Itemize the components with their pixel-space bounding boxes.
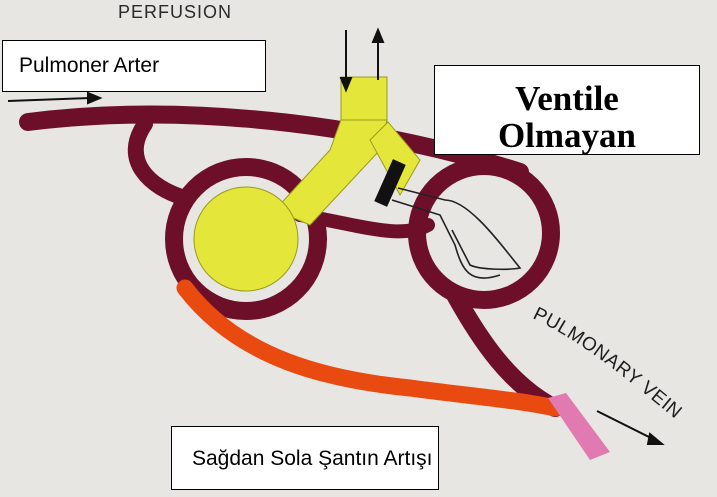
vein-flow-arrow-head <box>648 434 662 444</box>
vein-flow-arrow <box>597 411 655 440</box>
perfusion-label: PERFUSION <box>118 2 232 22</box>
ventilated-alveolus <box>194 187 298 291</box>
artery-branch-left <box>136 124 185 198</box>
arrow-up-head <box>373 30 383 42</box>
non-ventilated-label-box: Ventile Olmayan <box>434 65 700 155</box>
shunt-label-box: Sağdan Sola Şantın Artışı <box>171 426 439 490</box>
artery-flow-arrow <box>8 98 90 101</box>
non-ventilated-label-line2: Olmayan <box>435 117 699 154</box>
non-ventilated-label-line1: Ventile <box>435 80 699 117</box>
pulmonary-artery-label-box: Pulmoner Arter <box>2 40 266 92</box>
nonventilated-alveolus-ring <box>417 166 551 300</box>
artery-flow-arrow-head <box>88 93 100 103</box>
shunt-label: Sağdan Sola Şantın Artışı <box>192 447 433 471</box>
pulmonary-artery-label: Pulmoner Arter <box>19 54 159 78</box>
pulmonary-vein-end <box>548 393 610 460</box>
